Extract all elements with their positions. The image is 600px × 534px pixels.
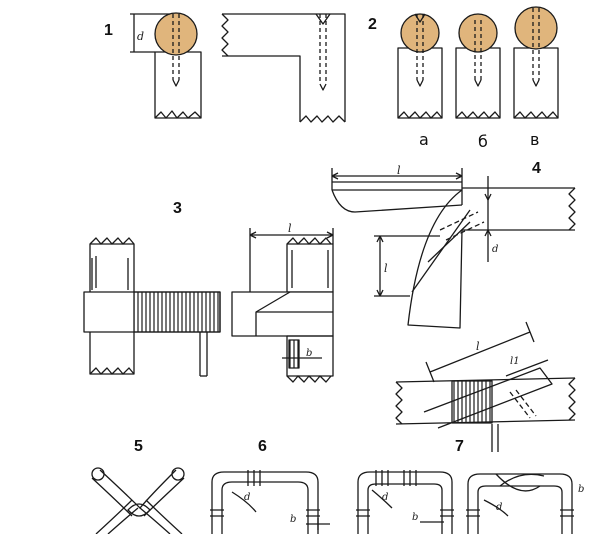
- panel-2-number: 2: [368, 16, 377, 33]
- variant-b-label: б: [478, 132, 488, 151]
- break-line: [154, 110, 202, 119]
- dim-b-3: b: [306, 348, 312, 359]
- dim-l-4: l: [397, 164, 401, 177]
- variant-a-label: а: [419, 130, 429, 149]
- panel-3-drawing: l b: [83, 222, 334, 383]
- ball-cap: [154, 12, 198, 56]
- panel-5-number: 5: [134, 438, 143, 455]
- panel-4-number: 4: [532, 160, 541, 177]
- panel-6-drawing: d b: [210, 470, 330, 534]
- dim-l-4b: l: [384, 262, 388, 275]
- panel-6-number: 6: [258, 438, 267, 455]
- variant-v-label: в: [530, 130, 540, 149]
- panel-3-number: 3: [173, 200, 182, 217]
- dim-d-4: d: [492, 244, 498, 255]
- panel-5-drawing: [91, 467, 185, 534]
- post-left: [154, 51, 202, 119]
- dim-b-7b: b: [578, 484, 584, 495]
- panel-7-drawing: d b d b: [356, 470, 584, 534]
- dim-d-1: d: [137, 30, 144, 43]
- panel-1-drawing: d: [130, 12, 346, 123]
- dim-b-7a: b: [412, 512, 418, 523]
- panel-2-drawing: [397, 6, 559, 119]
- dim-l-4c: l: [476, 340, 480, 353]
- panel-1-number: 1: [104, 22, 113, 39]
- panel-4-drawing: l d l: [331, 164, 576, 452]
- dim-b-6: b: [290, 514, 296, 525]
- dim-d-7a: d: [382, 492, 388, 503]
- dim-d-6: d: [244, 492, 250, 503]
- dim-l1-4: l1: [510, 356, 520, 367]
- dim-l-3: l: [288, 222, 292, 235]
- dim-d-7b: d: [496, 502, 502, 513]
- rail-break: [221, 13, 229, 57]
- rail-top: [222, 13, 346, 122]
- panel-7-number: 7: [455, 438, 464, 455]
